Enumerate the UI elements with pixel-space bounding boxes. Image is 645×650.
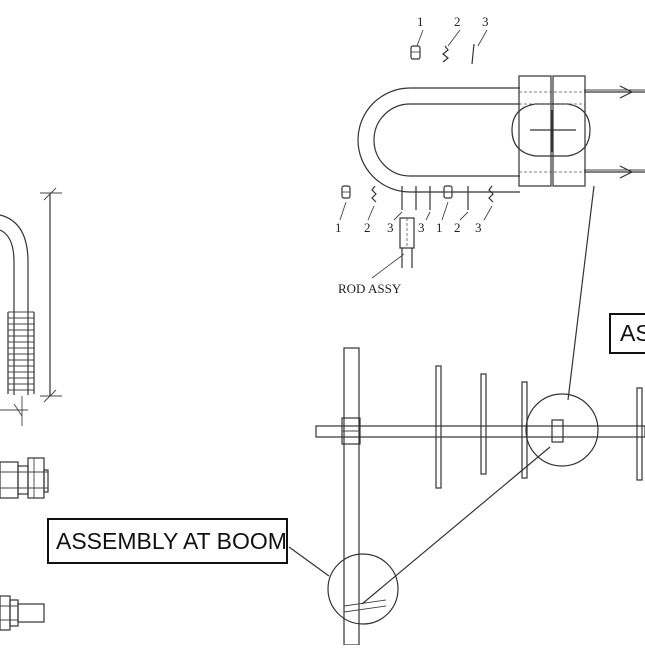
part-number-1: 1 (436, 220, 443, 235)
nut-washer-stack-upper (0, 457, 49, 499)
part-number-1: 1 (335, 220, 342, 235)
part-number-1: 1 (417, 14, 424, 29)
mast (343, 347, 360, 646)
zoom-circle-boom (327, 553, 399, 625)
part-number-2: 2 (454, 14, 461, 29)
part-number-2: 2 (364, 220, 371, 235)
element (636, 387, 643, 481)
element-clamp-detail (357, 75, 645, 193)
dimension-line (0, 187, 62, 426)
part-number-3: 3 (482, 14, 489, 29)
leader-line-element (567, 185, 595, 401)
rod-assy-label: ROD ASSY (338, 281, 402, 296)
nut-washer-stack-lower (0, 595, 45, 631)
callout-assembly-at-element: AS (609, 313, 645, 354)
rod-assy-part (371, 217, 415, 279)
callout-assembly-at-boom: ASSEMBLY AT BOOM (47, 518, 288, 564)
u-bolt-thread (7, 311, 35, 394)
part-number-3: 3 (475, 220, 482, 235)
element (521, 381, 528, 479)
element (435, 365, 442, 489)
top-hardware-parts: 1 2 3 (410, 14, 489, 65)
zoom-circle-element (525, 393, 599, 467)
leader-line-boom (361, 446, 551, 605)
part-number-2: 2 (454, 220, 461, 235)
element (480, 373, 487, 475)
bottom-hardware-parts: 1 2 3 3 1 2 3 ROD ASSY (335, 185, 494, 296)
antenna-drawing (288, 347, 645, 646)
part-number-3: 3 (387, 220, 394, 235)
leader-line-boom-box (288, 546, 330, 577)
element-clamp (551, 419, 564, 443)
u-bolt-drawing (0, 187, 62, 426)
part-number-3: 3 (418, 220, 425, 235)
